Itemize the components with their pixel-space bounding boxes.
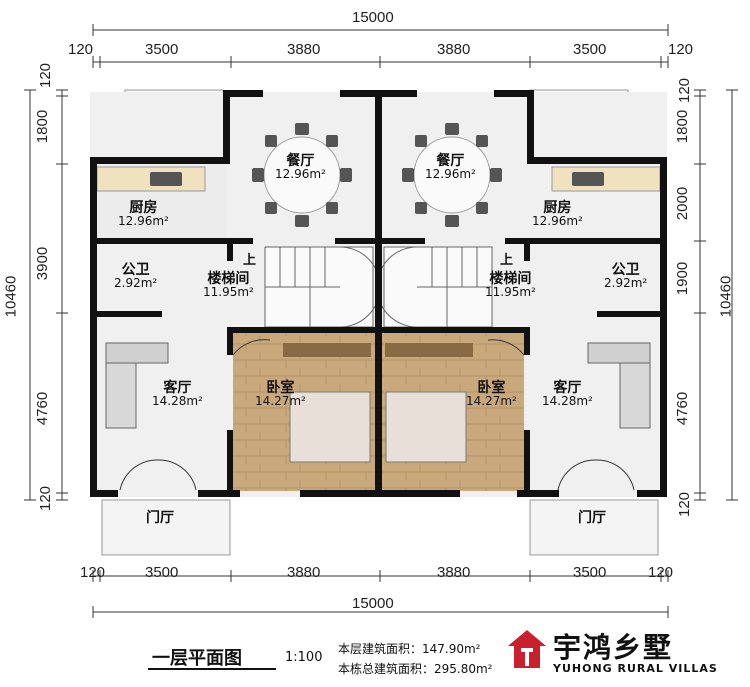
house-logo-icon [508, 630, 546, 668]
wardrobe-left [283, 343, 371, 357]
room-name: 卧室 [477, 380, 506, 396]
wardrobe-right [385, 343, 473, 357]
bed-left [289, 391, 371, 463]
room-name: 餐厅 [436, 153, 465, 169]
dim-top-seg-4: 3880 [437, 41, 471, 58]
room-name: 公卫 [611, 262, 640, 278]
sofa-right-arm [587, 342, 651, 364]
room-area: 12.96m² [425, 167, 476, 181]
room-name: 餐厅 [286, 153, 315, 169]
dim-bottom-seg-5: 3500 [573, 564, 607, 581]
room-wc-right: 公卫 2.92m² [604, 262, 648, 290]
dim-right-seg-5: 4760 [674, 391, 692, 426]
room-name: 门厅 [578, 510, 606, 526]
room-wc-left: 公卫 2.92m² [114, 262, 158, 290]
dim-bottom-seg-4: 3880 [437, 564, 471, 581]
room-dining-right: 餐厅 12.96m² [425, 153, 476, 181]
brand-name-cn: 宇鸿乡墅 [553, 631, 674, 664]
room-area: 2.92m² [114, 276, 158, 290]
room-area: 12.96m² [275, 167, 326, 181]
dim-bottom-seg-6: 120 [648, 564, 674, 581]
dim-left-seg-2: 1800 [34, 109, 52, 144]
bed-right [385, 391, 467, 463]
stove-right [572, 172, 604, 186]
room-stair-left: 楼梯间 11.95m² [203, 271, 254, 299]
room-stair-right: 楼梯间 11.95m² [485, 271, 536, 299]
room-name: 门厅 [146, 510, 174, 526]
floor-area-text: 本层建筑面积：147.90m² [338, 642, 481, 656]
room-foyer-left: 门厅 [146, 510, 174, 526]
stair-up-left: 上 [243, 253, 257, 268]
stair-right [376, 246, 493, 328]
stair-left [264, 246, 381, 328]
room-area: 11.95m² [485, 285, 536, 299]
dim-bottom-seg-1: 120 [80, 564, 106, 581]
room-area: 11.95m² [203, 285, 254, 299]
dim-right-seg-4: 1900 [674, 261, 692, 296]
dim-top-seg-2: 3500 [145, 41, 179, 58]
dim-left-seg-3: 3900 [34, 246, 52, 281]
room-bed-left: 卧室 14.27m² [255, 380, 306, 408]
dim-bottom-seg-3: 3880 [287, 564, 321, 581]
dim-top-seg-1: 120 [68, 41, 94, 58]
dim-top-total: 15000 [352, 9, 394, 26]
stove-left [150, 172, 182, 186]
room-area: 12.96m² [118, 214, 169, 228]
dim-left-total: 10460 [2, 275, 20, 318]
dim-right-seg-2: 1800 [674, 109, 692, 144]
room-kitchen-left: 厨房 12.96m² [118, 200, 169, 228]
dim-right-seg-6: 120 [676, 491, 694, 518]
room-name: 厨房 [543, 200, 572, 216]
room-name: 客厅 [553, 380, 582, 396]
stair-up-right: 上 [500, 253, 514, 268]
total-area-text: 本栋总建筑面积：295.80m² [338, 662, 493, 676]
room-name: 卧室 [266, 380, 295, 396]
brand-logo [506, 628, 548, 670]
room-name: 楼梯间 [207, 271, 250, 287]
brand-name-en: YUHONG RURAL VILLAS [553, 662, 718, 675]
dim-left-seg-5: 120 [37, 485, 55, 512]
terrace-bottom-right [529, 499, 659, 556]
dim-bottom-seg-2: 3500 [145, 564, 179, 581]
room-kitchen-right: 厨房 12.96m² [532, 200, 583, 228]
dim-right-total: 10460 [717, 275, 735, 318]
dim-left-seg-1: 120 [37, 62, 55, 89]
room-name: 楼梯间 [489, 271, 532, 287]
room-bed-right: 卧室 14.27m² [466, 380, 517, 408]
room-name: 厨房 [129, 200, 158, 216]
room-area: 12.96m² [532, 214, 583, 228]
dim-top-seg-6: 120 [668, 41, 694, 58]
room-area: 2.92m² [604, 276, 648, 290]
room-name: 客厅 [163, 380, 192, 396]
dim-top-seg-3: 3880 [287, 41, 321, 58]
dim-top-seg-5: 3500 [573, 41, 607, 58]
plan-scale: 1:100 [285, 650, 323, 665]
room-area: 14.28m² [542, 394, 593, 408]
room-name: 公卫 [121, 262, 150, 278]
title-underline [148, 668, 276, 670]
dim-left-seg-4: 4760 [34, 391, 52, 426]
room-living-left: 客厅 14.28m² [152, 380, 203, 408]
room-living-right: 客厅 14.28m² [542, 380, 593, 408]
terrace-bottom-left [101, 499, 231, 556]
room-foyer-right: 门厅 [578, 510, 606, 526]
dim-right-seg-1: 120 [676, 77, 694, 104]
kitchen-right-counter [551, 166, 661, 192]
room-area: 14.28m² [152, 394, 203, 408]
dim-bottom-total: 15000 [352, 595, 394, 612]
room-area: 14.27m² [466, 394, 517, 408]
plan-title: 一层平面图 [152, 648, 242, 669]
room-area: 14.27m² [255, 394, 306, 408]
sofa-left-arm [105, 342, 169, 364]
dim-right-seg-3: 2000 [674, 186, 692, 221]
room-dining-left: 餐厅 12.96m² [275, 153, 326, 181]
